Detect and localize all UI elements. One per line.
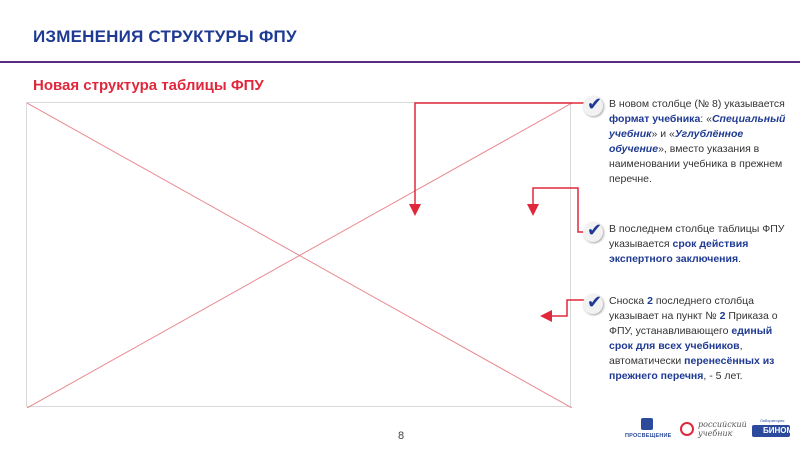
prosveshchenie-logo: ПРОСВЕЩЕНИЕ <box>625 418 671 444</box>
connector-1 <box>409 102 585 216</box>
table-image-placeholder <box>26 102 572 408</box>
page-number: 8 <box>398 430 405 442</box>
checkmark-icon: ✔ <box>583 293 603 314</box>
note-term: В последнем столбце таблицы ФПУ указывае… <box>609 223 785 265</box>
connector-2 <box>527 187 585 233</box>
title-divider <box>0 61 800 63</box>
note-footnote: Сноска 2 последнего столбца указывает на… <box>609 295 778 382</box>
checkmark-icon: ✔ <box>583 95 603 116</box>
checkmark-icon: ✔ <box>583 221 603 242</box>
note-format: В новом столбце (№ 8) указывается формат… <box>609 98 786 185</box>
placeholder-cross <box>27 103 572 408</box>
connector-3 <box>540 299 585 322</box>
section-subtitle: Новая структура таблицы ФПУ <box>33 77 264 94</box>
binom-logo: Лаборатория БИНОМ <box>752 418 793 444</box>
page-title: ИЗМЕНЕНИЯ СТРУКТУРЫ ФПУ <box>33 27 297 46</box>
